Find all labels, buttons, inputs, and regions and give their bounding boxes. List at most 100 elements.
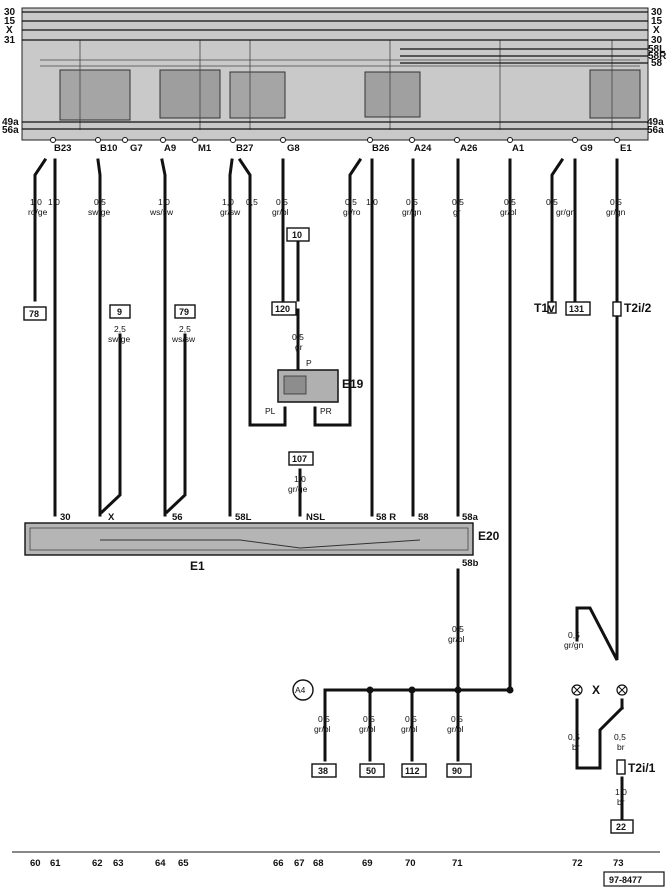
pin-label: G8 — [287, 143, 300, 154]
wire-color: gr/sw — [220, 207, 241, 217]
wire-size: 0,5 — [504, 197, 516, 207]
rail-label: 56a — [2, 125, 19, 136]
track-number: 70 — [405, 858, 416, 869]
track-number: 72 — [572, 858, 583, 869]
wire-size: 1,0 — [222, 197, 234, 207]
terminal-label: 58a — [462, 512, 479, 523]
rail-label: X — [653, 25, 660, 36]
connector-t1v: T1v — [534, 301, 557, 315]
wire-color: br — [617, 797, 625, 807]
component-label: T2i/1 — [628, 761, 656, 775]
wire-color: br — [617, 742, 625, 752]
rail-label: 31 — [4, 35, 16, 46]
wire-size: 1,0 — [30, 197, 42, 207]
terminal-label: 58L — [235, 512, 252, 523]
wire-size: 2,5 — [179, 324, 191, 334]
pin-label: A9 — [164, 143, 176, 154]
rail-label: 56a — [647, 125, 664, 136]
ref-box: 120 — [275, 304, 290, 314]
ref-box: 10 — [292, 230, 302, 240]
track-number: 63 — [113, 858, 124, 869]
wire-color: gr — [295, 342, 303, 352]
wire-color: gr/gn — [402, 207, 422, 217]
wire-size: 0,5 — [452, 624, 464, 634]
connector-pins: B23 B10 G7 A9 M1 B27 G8 B26 A24 A26 A1 G… — [50, 137, 632, 154]
terminal-label: X — [108, 512, 115, 523]
wire-color: gr — [453, 207, 461, 217]
wire-color: gr/bl — [500, 207, 517, 217]
connector-t2-1: T2i/1 — [616, 759, 656, 775]
component-label: E1 — [190, 559, 205, 573]
component-e19: E19 P PL PR — [265, 358, 364, 416]
component-label: A4 — [295, 685, 306, 695]
reference-boxes: 78 9 79 10 120 131 107 38 50 112 90 22 — [23, 227, 634, 834]
component-label: T2i/2 — [624, 301, 652, 315]
ground-point-a4: A4 — [292, 679, 314, 701]
connector-t2-2: T2i/2 — [612, 301, 652, 317]
wire-color: gr/bl — [447, 724, 464, 734]
wire-size: 0,5 — [451, 714, 463, 724]
wire-color: gr/gn — [564, 640, 584, 650]
wire-color: gr/gn — [556, 207, 576, 217]
track-number: 65 — [178, 858, 189, 869]
track-number: 61 — [50, 858, 61, 869]
terminal-label: 56 — [172, 512, 183, 523]
wire-color: gr/ro — [343, 207, 361, 217]
pin-label: B27 — [236, 143, 253, 154]
wire-size: 0,5 — [568, 732, 580, 742]
track-number: 73 — [613, 858, 624, 869]
wire-size: 2,5 — [114, 324, 126, 334]
pin-label: G7 — [130, 143, 143, 154]
ref-box: 112 — [405, 766, 420, 776]
relay-panel — [21, 7, 649, 141]
track-number: 64 — [155, 858, 166, 869]
rail-label: 30 — [651, 35, 663, 46]
wire-color: gr/gn — [606, 207, 626, 217]
terminal-label: PR — [320, 406, 332, 416]
ref-box: 38 — [318, 766, 328, 776]
pin-label: M1 — [198, 143, 212, 154]
pin-label: B26 — [372, 143, 389, 154]
wire-size: 0,5 — [614, 732, 626, 742]
wire-size: 0,5 — [406, 197, 418, 207]
wire-size: 0,5 — [345, 197, 357, 207]
ref-box: 90 — [452, 766, 462, 776]
wire-size: 0,5 — [276, 197, 288, 207]
wire-color: sw/ge — [88, 207, 110, 217]
wire-size: 0,5 — [568, 630, 580, 640]
terminal-label: 58b — [462, 558, 479, 569]
ref-box: 9 — [117, 307, 122, 317]
track-number: 66 — [273, 858, 284, 869]
rail-label: 58L — [648, 44, 665, 55]
wire-color: gr/bl — [359, 724, 376, 734]
junctions — [366, 686, 514, 694]
pin-label: A1 — [512, 143, 525, 154]
wire-size: 0,5 — [452, 197, 464, 207]
track-number: 62 — [92, 858, 103, 869]
pin-label: B10 — [100, 143, 117, 154]
wire-color: sw/ge — [108, 334, 130, 344]
rail-labels-right: 30 15 X 30 58L 58R 58 49a 56a — [647, 7, 667, 136]
rail-label: 15 — [4, 16, 16, 27]
pin-label: B23 — [54, 143, 71, 154]
track-numbers: 60 61 62 63 64 65 66 67 68 69 70 71 72 7… — [12, 851, 660, 869]
wire-color: gr/ge — [288, 484, 308, 494]
track-number: 67 — [294, 858, 305, 869]
pin-label: G9 — [580, 143, 593, 154]
track-number: 68 — [313, 858, 324, 869]
wires — [33, 157, 625, 820]
rail-labels-left: 30 15 X 31 49a 56a — [2, 7, 19, 136]
rail-label: 58 — [651, 58, 663, 69]
wire-color: ws/sw — [149, 207, 174, 217]
ref-box: 78 — [29, 309, 39, 319]
terminal-label: NSL — [306, 512, 325, 523]
terminal-label: 58 — [418, 512, 429, 523]
wire-size: 0,5 — [94, 197, 106, 207]
wire-size: 0,5 — [610, 197, 622, 207]
wire-color: ro/ge — [28, 207, 48, 217]
wire-color: gr/bl — [401, 724, 418, 734]
wire-size: 0,5 — [405, 714, 417, 724]
rail-label: X — [6, 25, 13, 36]
ref-box: 131 — [569, 304, 584, 314]
